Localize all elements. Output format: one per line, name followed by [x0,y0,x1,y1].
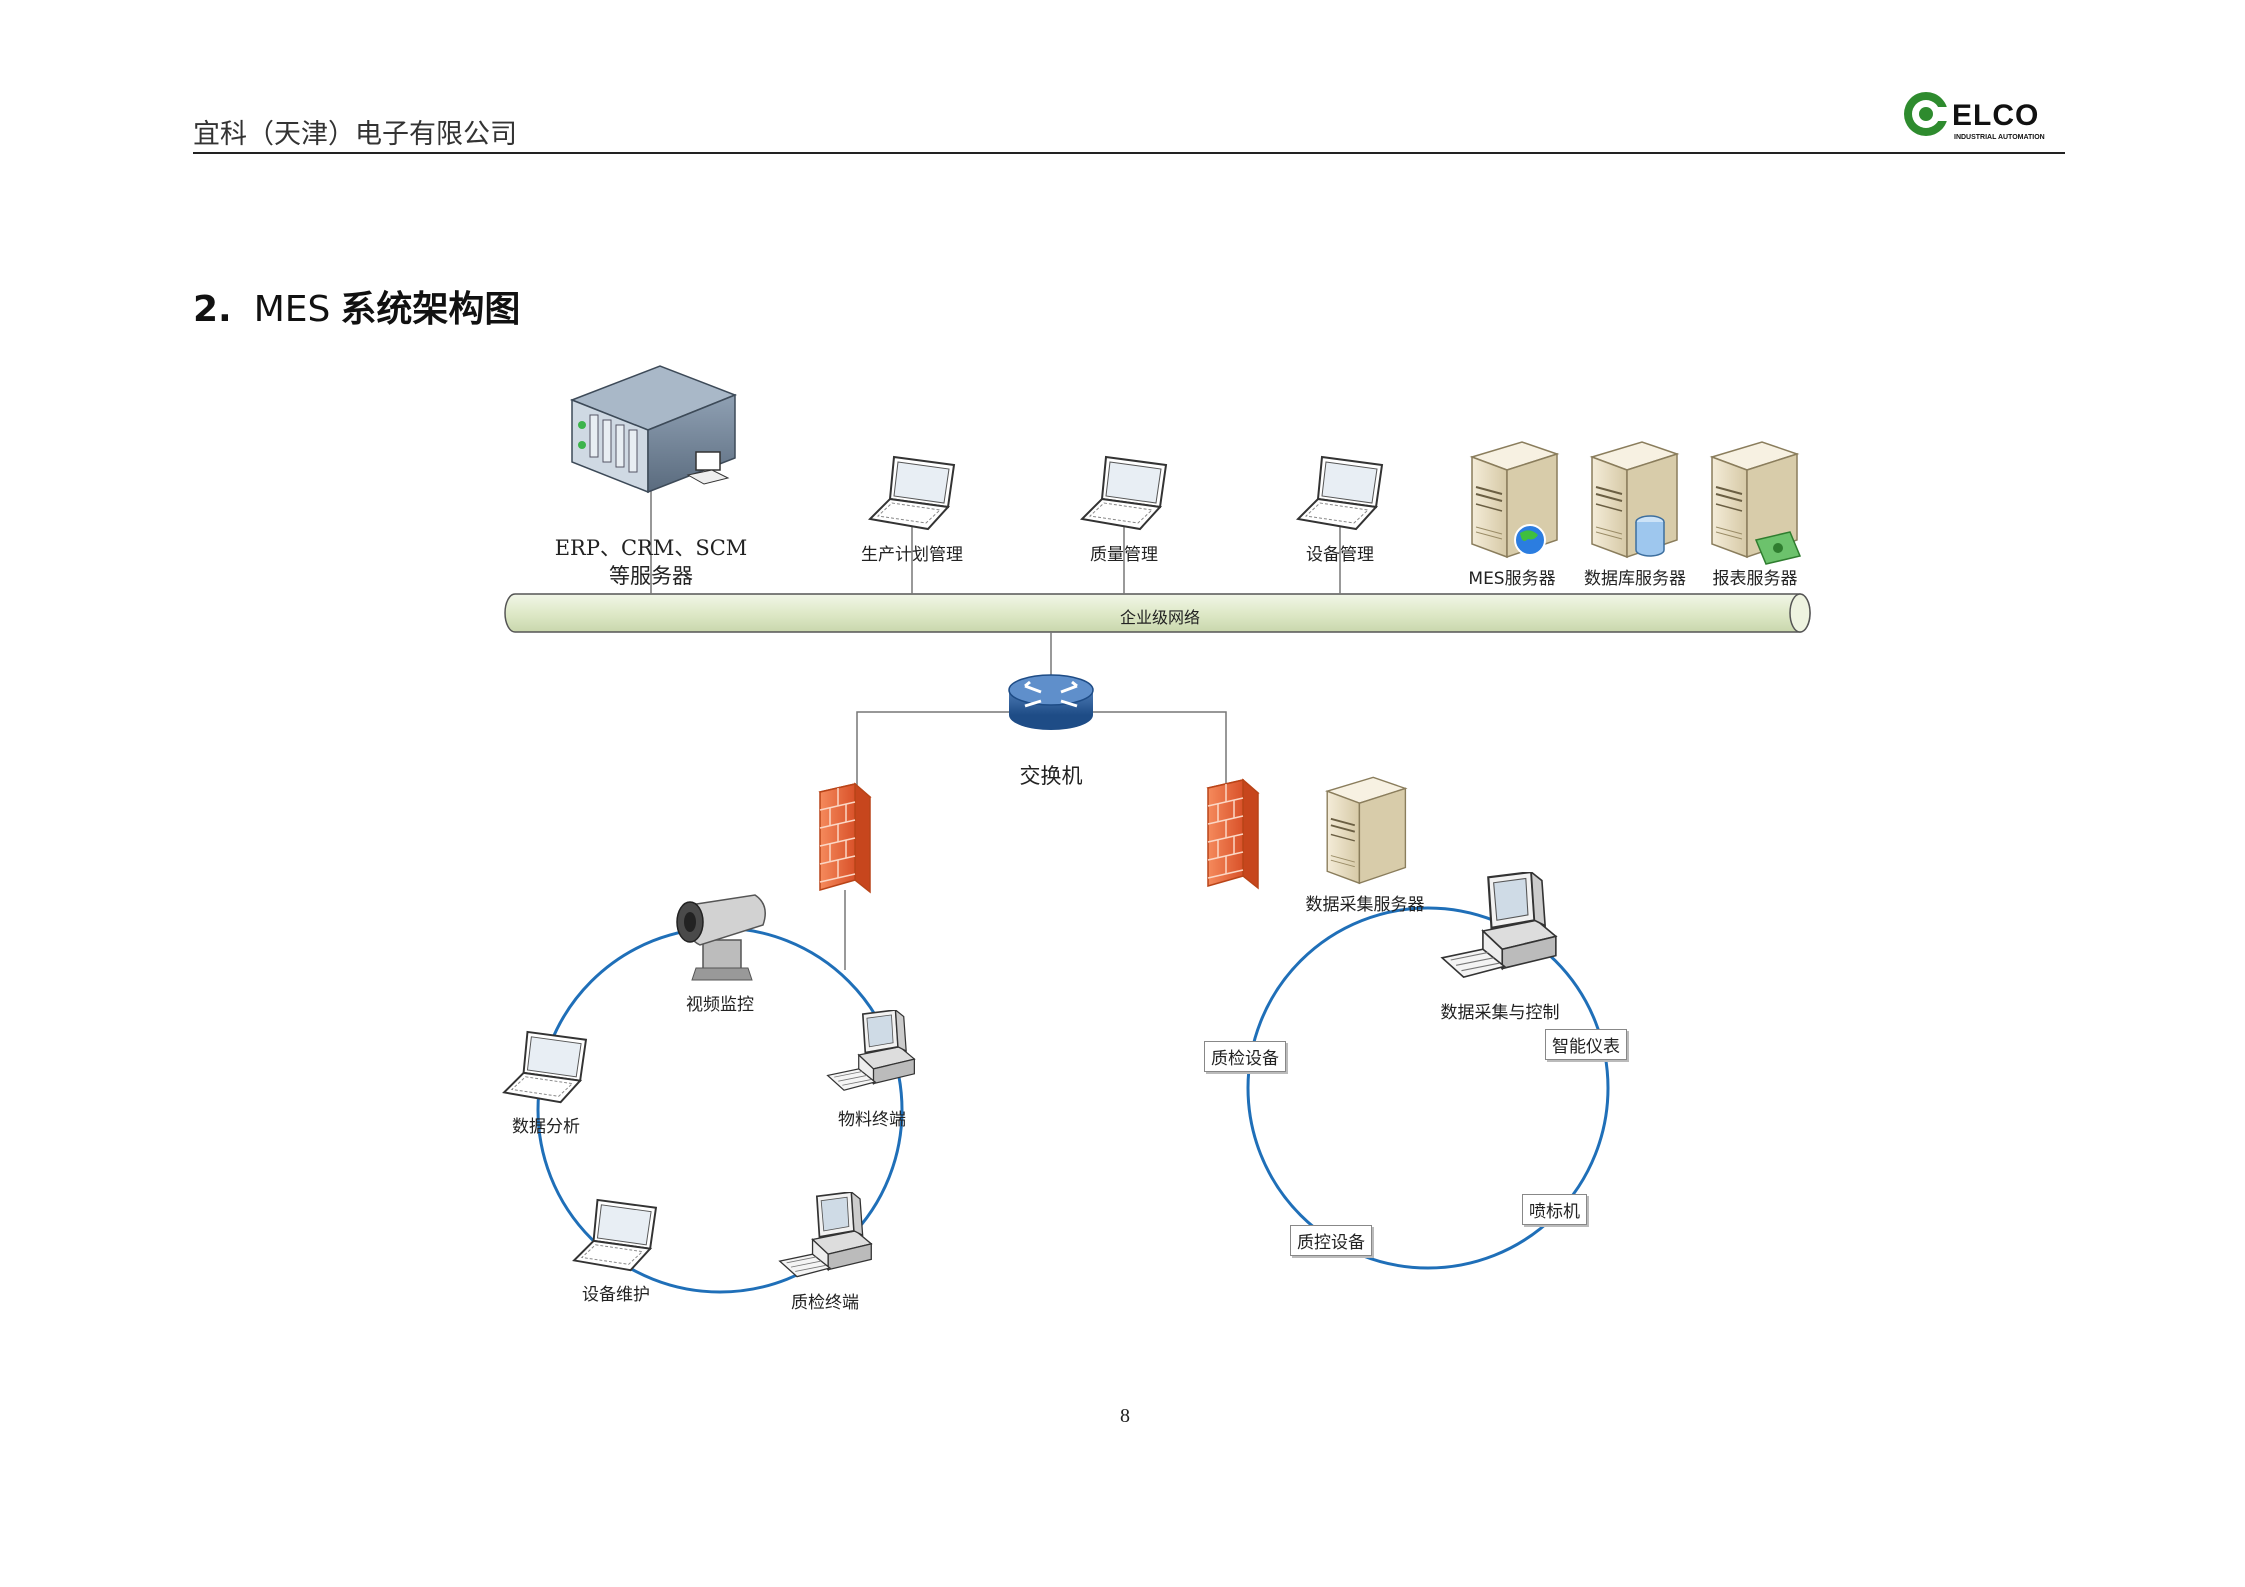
database-server-icon [1591,441,1678,558]
firewall-right-icon [1207,779,1259,889]
camera-icon [676,894,766,981]
desktop-icon [826,1010,916,1091]
maintenance-label: 设备维护 [582,1285,650,1305]
qc-control-box: 质控设备 [1290,1225,1372,1256]
erp-label-line2: 等服务器 [609,564,693,588]
camera-label: 视频监控 [686,995,754,1015]
page-number: 8 [1120,1405,1130,1427]
erp-rack-server-icon [569,365,738,494]
data-acquisition-server-icon [1326,776,1407,885]
server-label-database: 数据库服务器 [1584,569,1686,589]
switch-icon [1008,674,1094,730]
acquisition-label: 数据采集与控制 [1440,1003,1560,1023]
section-title-en: MES [253,289,331,330]
laptop-icon [503,1030,587,1104]
laptop-icon [1081,456,1167,530]
top-connectors [650,440,1341,690]
company-name: 宜科（天津）电子有限公司 [193,119,517,150]
laptop-label-production: 生产计划管理 [861,545,963,565]
laptop-icon [869,456,955,530]
material-terminal-label: 物料终端 [838,1110,906,1130]
erp-label-line1: ERP、CRM、SCM [554,536,748,560]
desktop-icon [1441,872,1557,979]
switch-label: 交换机 [1019,764,1083,788]
server-label-report: 报表服务器 [1712,569,1798,589]
laptop-icon [1297,456,1383,530]
network-label: 企业级网络 [1119,608,1201,627]
header-rule [193,152,2065,154]
logo-subtext: INDUSTRIAL AUTOMATION [1954,134,2045,141]
qc-device-box: 质检设备 [1204,1041,1286,1072]
logo-wordmark: ELCO [1952,99,2039,132]
switch-connectors [844,711,1227,970]
mes-server-icon [1471,441,1558,558]
enterprise-network-pipe [504,593,1811,633]
right-ring [1246,906,1610,1270]
elco-logo: ELCO INDUSTRIAL AUTOMATION [1902,85,2067,143]
firewall-left-icon [819,783,871,893]
report-server-icon [1711,441,1802,565]
instrument-box: 智能仪表 [1545,1029,1627,1060]
data-server-label: 数据采集服务器 [1305,895,1425,915]
qc-terminal-label: 质检终端 [791,1293,859,1313]
section-title-cn: 系统架构图 [340,289,521,330]
laptop-label-equipment: 设备管理 [1306,545,1374,565]
server-label-mes: MES服务器 [1468,569,1556,589]
printer-box: 喷标机 [1522,1194,1587,1225]
section-number: 2. [193,289,232,330]
laptop-label-quality: 质量管理 [1090,545,1158,565]
analysis-label: 数据分析 [512,1117,580,1137]
desktop-icon [778,1192,873,1278]
